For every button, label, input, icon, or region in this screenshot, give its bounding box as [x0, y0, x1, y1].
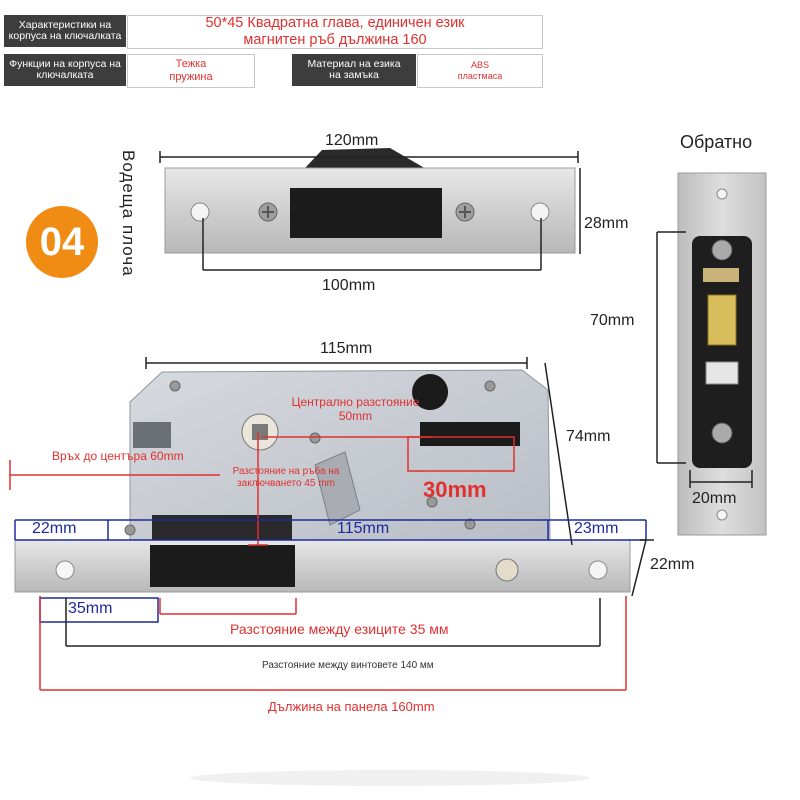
reverse-height-label: 70mm [590, 312, 635, 329]
step-badge: 04 [26, 206, 98, 278]
spec-label-function: Функции на корпуса на ключалката [4, 54, 126, 86]
reverse-mechanism [692, 236, 752, 468]
cylinder-hole [412, 374, 449, 410]
spec-label-body: Характеристики на корпуса на ключалката [4, 15, 126, 47]
plate-width-label: 120mm [325, 132, 379, 149]
left-margin-label: 22mm [32, 520, 77, 537]
face-height-label: 22mm [650, 556, 695, 573]
lock-case-notch [133, 422, 171, 448]
reverse-title: Обратно [680, 132, 753, 152]
plate-hole-left [190, 202, 210, 222]
follower-plate [314, 451, 361, 526]
body-width-label: 115mm [320, 340, 373, 357]
latch-offset-label: 35mm [68, 600, 113, 617]
key-label: 30mm [423, 477, 487, 502]
latch-distance-label: Разстояние между езиците 35 мм [230, 621, 449, 637]
guide-plate [164, 148, 576, 254]
body-height-label: 74mm [566, 428, 611, 445]
guide-plate-side-label: Водеща плоча [119, 150, 138, 277]
spec-value-function: Тежка пружина [127, 54, 255, 88]
plate-hole-right [530, 202, 550, 222]
center-width-label: 115mm [337, 520, 390, 537]
reverse-width-label: 20mm [692, 490, 737, 507]
spec-label-material: Материал на езика на замъка [292, 54, 416, 86]
plate-hole-spacing-label: 100mm [322, 277, 376, 294]
lock-body [124, 369, 551, 541]
spec-value-material: ABS пластмаса [417, 54, 543, 88]
right-margin-label: 23mm [574, 520, 619, 537]
latch-tongue [150, 545, 295, 587]
spec-value-body: 50*45 Квадратна глава, единичен език маг… [127, 15, 543, 49]
guide-plate-tongue [305, 148, 428, 170]
top-to-center-label: Връх до центъра 60mm [52, 449, 184, 463]
screw-distance-label: Разстояние между винтовете 140 мм [262, 660, 434, 671]
reverse-plate [677, 172, 767, 536]
face-plate [14, 539, 631, 593]
face-plate-body [14, 539, 631, 593]
panel-length-label: Дължина на панела 160mm [268, 699, 435, 714]
bolt-distance-label: Разстояние на ръба на заключването 45 mm [232, 466, 340, 489]
guide-plate-slot [290, 188, 442, 238]
plate-height-label: 28mm [584, 215, 629, 232]
center-distance-label: Централно разстояние 50mm [291, 395, 420, 423]
